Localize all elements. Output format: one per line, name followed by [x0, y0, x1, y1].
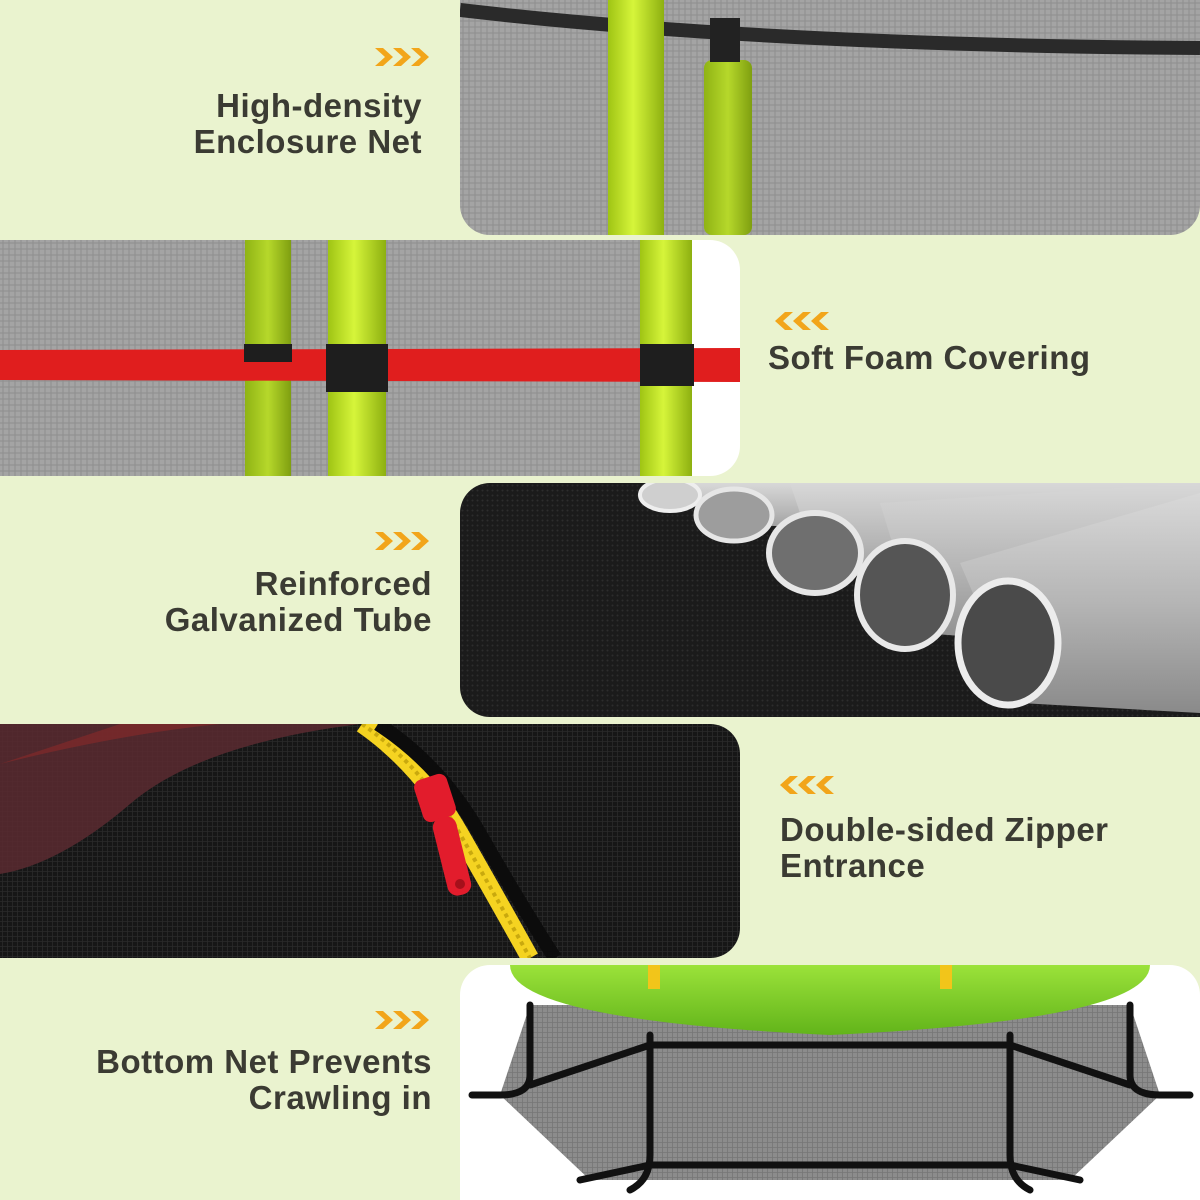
feature-line: Entrance [780, 847, 926, 884]
panel-galvanized-tube [460, 483, 1200, 717]
feature-line: High-density [216, 87, 422, 124]
feature-high-density-net: High-density Enclosure Net [194, 88, 422, 160]
feature-line: Double-sided Zipper [780, 811, 1109, 848]
feature-line: Bottom Net Prevents [96, 1043, 432, 1080]
feature-line: Crawling in [248, 1079, 432, 1116]
left-chevrons-icon [778, 774, 834, 801]
right-chevrons-icon [375, 1009, 431, 1036]
feature-line: Reinforced [254, 565, 432, 602]
zipper-entrance-photo [0, 724, 740, 958]
panel-bottom-net [460, 965, 1200, 1200]
galvanized-tube-photo [460, 483, 1200, 717]
foam-covering-photo [0, 240, 740, 476]
panel-enclosure-net [460, 0, 1200, 235]
right-chevrons-icon [375, 530, 431, 557]
feature-galvanized-tube: Reinforced Galvanized Tube [165, 566, 432, 638]
feature-line: Galvanized Tube [164, 601, 432, 638]
feature-zipper-entrance: Double-sided Zipper Entrance [780, 812, 1109, 884]
panel-zipper-entrance [0, 724, 740, 958]
left-chevrons-icon [773, 310, 829, 337]
right-chevrons-icon [375, 46, 431, 73]
enclosure-net-photo [460, 0, 1200, 235]
feature-bottom-net: Bottom Net Prevents Crawling in [96, 1044, 432, 1116]
bottom-net-photo [460, 965, 1200, 1200]
panel-foam-covering [0, 240, 740, 476]
feature-line: Enclosure Net [193, 123, 422, 160]
feature-soft-foam: Soft Foam Covering [768, 340, 1091, 376]
feature-line: Soft Foam Covering [768, 339, 1091, 376]
